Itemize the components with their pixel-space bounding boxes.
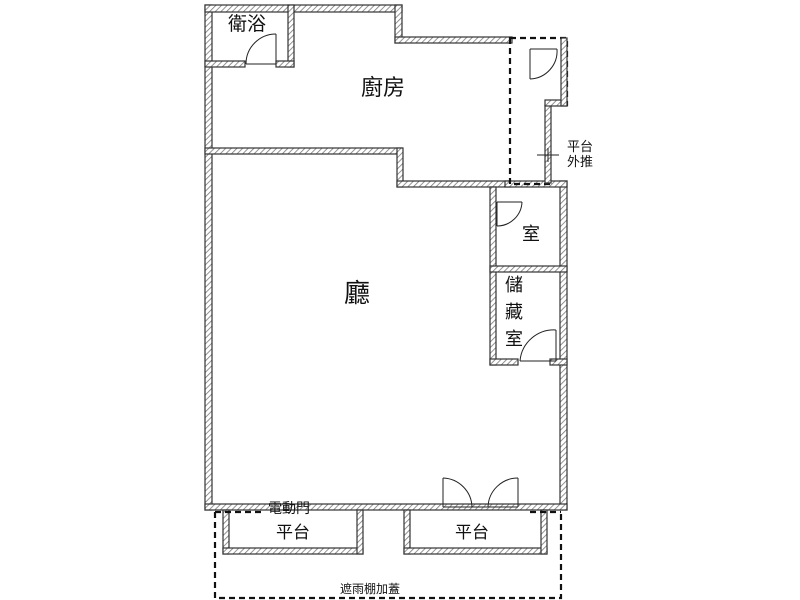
storage-door: [519, 329, 557, 362]
wall-kitchen-living-b: [396, 180, 512, 188]
wall-left: [204, 4, 213, 511]
wall-bath-right: [287, 4, 295, 68]
wall-bottom: [204, 503, 568, 511]
storage-label-3: 室: [505, 329, 523, 350]
room-label: 室: [522, 224, 540, 245]
bath-door: [245, 33, 277, 65]
living-label: 廳: [344, 279, 370, 309]
balcony-left-label: 平台: [276, 523, 310, 543]
canopy-label: 遮雨棚加蓋: [340, 581, 400, 596]
wall-platform-right: [560, 37, 568, 107]
front-double-door: [442, 477, 519, 508]
wall-bath-bottom-r: [275, 60, 295, 68]
electric-door-label: 電動門: [268, 501, 310, 517]
platform-push-label-2: 外推: [567, 155, 593, 170]
balcony-left-walls: [222, 509, 364, 555]
platform-door: [529, 48, 558, 80]
platform-push-marker: [537, 148, 559, 162]
wall-right: [559, 180, 568, 511]
balcony-right-label: 平台: [455, 523, 489, 543]
wall-room-bottom: [489, 265, 568, 273]
platform-dashed-outline: [508, 36, 569, 186]
wall-top-right: [394, 36, 513, 44]
storage-label-1: 儲: [505, 275, 523, 296]
room-door: [496, 201, 523, 227]
storage-label-2: 藏: [505, 302, 523, 323]
wall-top-left: [204, 4, 403, 13]
bathroom-label: 衛浴: [228, 13, 266, 35]
balcony-right-walls: [403, 509, 548, 555]
kitchen-label: 廚房: [361, 76, 405, 101]
wall-kitchen-living-a: [204, 147, 403, 155]
wall-bath-bottom-l: [204, 60, 246, 68]
canopy-dashed-outline: [213, 512, 563, 600]
wall-storage-bottom-l: [489, 358, 519, 366]
platform-push-label-1: 平台: [567, 140, 593, 155]
wall-storage-bottom-r: [549, 358, 568, 366]
wall-platform-inner: [544, 104, 552, 184]
wall-room-left: [489, 186, 497, 366]
